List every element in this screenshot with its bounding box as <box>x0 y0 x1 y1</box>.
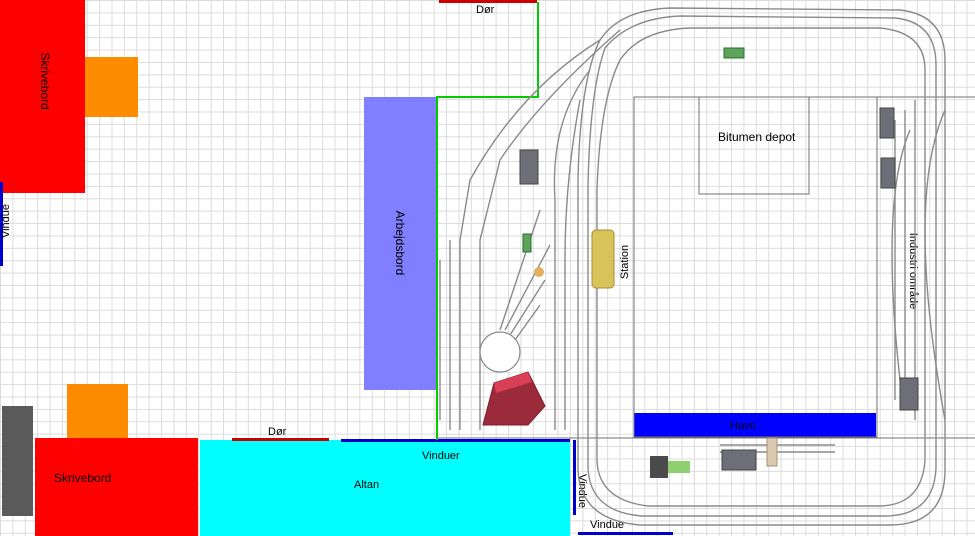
window-bottom <box>578 532 673 535</box>
station-building <box>591 229 615 289</box>
label-altan: Altan <box>354 479 380 491</box>
window-left <box>0 182 3 266</box>
desk-top-left <box>0 0 85 193</box>
door-top <box>439 0 537 3</box>
track-right-curve <box>924 109 946 421</box>
track-outer-loop <box>577 7 946 526</box>
wall-line <box>436 2 539 440</box>
label-vinduer: Vinduer <box>422 450 460 462</box>
chair-bottom <box>67 384 128 440</box>
track-yard-right <box>894 100 916 420</box>
window-balcony <box>341 439 570 442</box>
roundhouse-roof-stripe <box>494 372 532 393</box>
balcony <box>200 440 570 536</box>
label-dor-bottom: Dør <box>268 426 287 438</box>
harbor-building-1 <box>650 456 668 478</box>
track-inner-loop-2 <box>596 27 926 507</box>
wagon-4 <box>899 377 919 411</box>
track-branch-4 <box>564 99 581 430</box>
track-branch-3 <box>553 69 591 430</box>
track-yard-left <box>439 240 451 430</box>
workbench <box>364 97 436 390</box>
wagon-3 <box>880 157 896 189</box>
track-spurs <box>499 209 551 341</box>
label-vindue-bottom: Vindue <box>590 519 625 531</box>
desk-bottom <box>35 438 198 536</box>
wagon-2 <box>879 107 895 139</box>
track-branch-1 <box>459 39 601 430</box>
chair-top <box>85 57 138 117</box>
harbor <box>634 413 876 437</box>
track-left-inner <box>891 129 911 381</box>
loco-green-1 <box>522 233 532 253</box>
water-tower <box>534 267 544 277</box>
label-dor-top: Dør <box>476 4 495 16</box>
wagon-1 <box>519 149 539 185</box>
window-right-vertical <box>573 440 576 515</box>
room-outline <box>633 96 878 438</box>
loco-green-2 <box>723 47 745 59</box>
track-inner-loop <box>587 15 937 517</box>
label-bitumen-depot: Bitumen depot <box>718 130 796 144</box>
turntable <box>479 331 521 373</box>
label-havn: Havn <box>730 420 756 432</box>
track-loops <box>439 7 946 526</box>
crane <box>766 437 778 467</box>
wagon-5 <box>721 449 757 471</box>
door-bottom <box>232 438 329 441</box>
track-branch-2 <box>479 29 621 430</box>
label-skrivebord-bottom: Skrivebord <box>54 471 112 485</box>
harbor-building-2 <box>668 461 690 473</box>
bitumen-depot-outline <box>698 96 810 195</box>
cabinet <box>2 406 33 516</box>
